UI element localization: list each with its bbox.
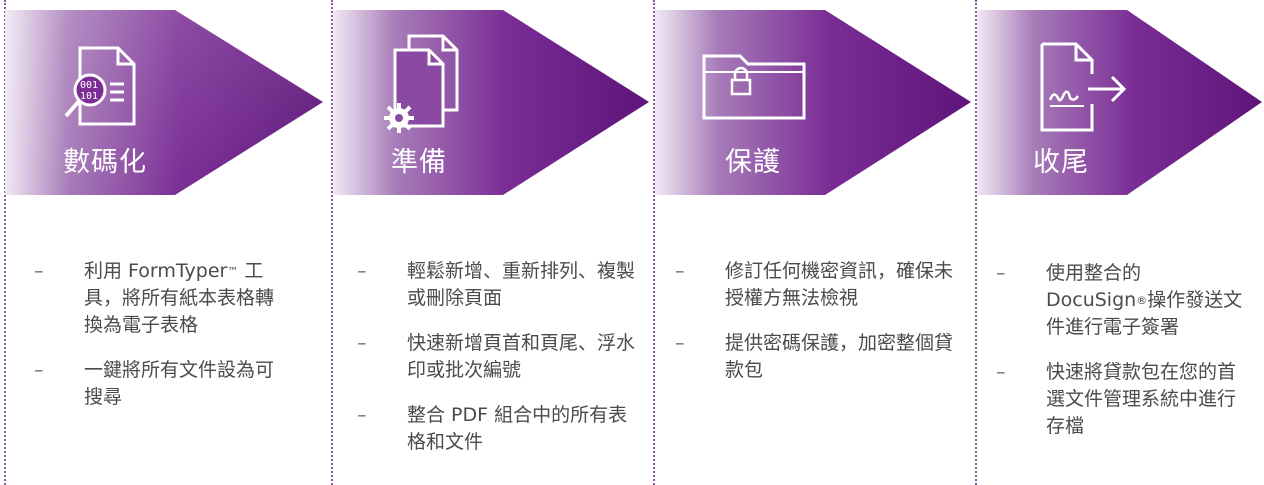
- documents-gear-icon: [384, 34, 459, 133]
- list-item: 快速新增頁首和頁尾、浮水印或批次編號: [357, 330, 637, 384]
- list-item: 利用 FormTyper™ 工具，將所有紙本表格轉換為電子表格: [34, 258, 289, 339]
- divider-left: [4, 0, 6, 485]
- document-signature-arrow-icon: [1040, 42, 1127, 132]
- list-item: 修訂任何機密資訊，確保未授權方無法檢視: [675, 258, 960, 312]
- list-item: 一鍵將所有文件設為可搜尋: [34, 357, 289, 411]
- stage-bullets: 修訂任何機密資訊，確保未授權方無法檢視 提供密碼保護，加密整個貸款包: [675, 258, 960, 402]
- stage-bullets: 使用整合的 DocuSign®操作發送文件進行電子簽署 快速將貸款包在您的首選文…: [996, 260, 1246, 458]
- divider-1: [331, 0, 333, 485]
- stage-title: 準備: [391, 147, 447, 178]
- list-item: 提供密碼保護，加密整個貸款包: [675, 330, 960, 384]
- stage-banner: [5, 10, 323, 195]
- svg-text:101: 101: [80, 91, 98, 102]
- document-search-binary-icon: 001 101: [64, 46, 136, 126]
- divider-2: [653, 0, 655, 485]
- stage-digitize: 001 101 數碼化 利用 FormTyper™ 工具，將所有紙本表格轉換為電…: [5, 0, 331, 485]
- stage-bullets: 輕鬆新增、重新排列、複製或刪除頁面 快速新增頁首和頁尾、浮水印或批次編號 整合 …: [357, 258, 637, 474]
- stage-banner: [333, 10, 649, 195]
- divider-3: [975, 0, 977, 485]
- svg-text:001: 001: [80, 80, 98, 91]
- list-item: 整合 PDF 組合中的所有表格和文件: [357, 402, 637, 456]
- stage-title: 收尾: [1033, 147, 1089, 178]
- stage-prepare: 準備 輕鬆新增、重新排列、複製或刪除頁面 快速新增頁首和頁尾、浮水印或批次編號 …: [333, 0, 653, 485]
- list-item: 輕鬆新增、重新排列、複製或刪除頁面: [357, 258, 637, 312]
- folder-lock-icon: [702, 54, 806, 120]
- list-item: 使用整合的 DocuSign®操作發送文件進行電子簽署: [996, 260, 1246, 341]
- stage-banner: [977, 10, 1262, 195]
- stage-title: 數碼化: [63, 147, 147, 178]
- stage-finalize: 收尾 使用整合的 DocuSign®操作發送文件進行電子簽署 快速將貸款包在您的…: [977, 0, 1264, 485]
- stage-bullets: 利用 FormTyper™ 工具，將所有紙本表格轉換為電子表格 一鍵將所有文件設…: [34, 258, 289, 429]
- stage-title: 保護: [725, 147, 781, 178]
- stage-protect: 保護 修訂任何機密資訊，確保未授權方無法檢視 提供密碼保護，加密整個貸款包: [655, 0, 975, 485]
- list-item: 快速將貸款包在您的首選文件管理系統中進行存檔: [996, 359, 1246, 440]
